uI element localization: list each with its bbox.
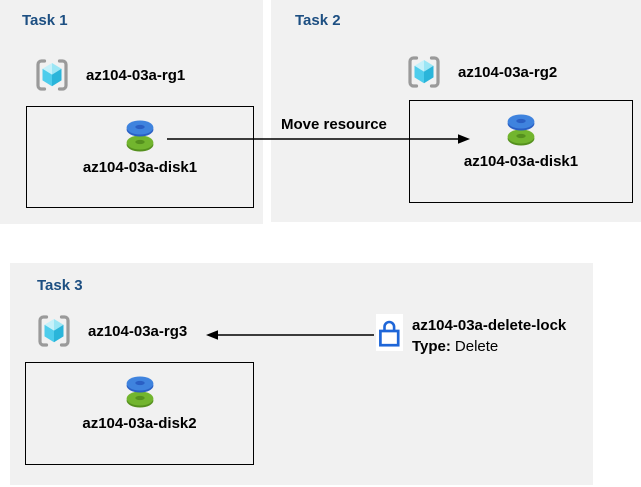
task2-resource-group-label: az104-03a-rg2 <box>458 63 558 81</box>
resource-group-icon <box>404 52 444 92</box>
resource-group-icon <box>32 55 72 95</box>
lock-type-label: Type: <box>412 338 451 355</box>
lock-name-label: az104-03a-delete-lock <box>412 317 567 334</box>
lock-type-line: Type:Delete <box>412 336 566 357</box>
task2-title: Task 2 <box>295 12 341 29</box>
resource-group-icon <box>34 311 74 351</box>
task2-panel: Task 2 az104-03a-rg2 az104-03a-disk1 <box>271 0 641 222</box>
disk-icon <box>122 374 158 408</box>
task1-disk-label: az104-03a-disk1 <box>82 159 198 176</box>
task1-resource-group-label: az104-03a-rg1 <box>86 66 186 84</box>
task2-resource-box: az104-03a-disk1 <box>409 100 633 203</box>
lock-text: az104-03a-delete-lock Type:Delete <box>412 315 566 357</box>
task3-resource-box: az104-03a-disk2 <box>25 362 254 465</box>
task2-disk-label: az104-03a-disk1 <box>463 153 579 170</box>
task1-resource-group: az104-03a-rg1 <box>32 55 185 95</box>
delete-lock-block: az104-03a-delete-lock Type:Delete <box>376 314 566 357</box>
task1-panel: Task 1 az104-03a-rg1 az104-03a-disk1 <box>0 0 263 224</box>
task1-resource-box: az104-03a-disk1 <box>26 106 254 208</box>
task3-resource-group-label: az104-03a-rg3 <box>88 322 188 340</box>
task3-resource-group: az104-03a-rg3 <box>34 311 187 351</box>
disk-icon <box>503 112 539 146</box>
disk-icon <box>122 118 158 152</box>
move-resource-label: Move resource <box>281 116 387 133</box>
lock-icon <box>376 314 403 351</box>
lock-type-value: Delete <box>454 338 499 355</box>
task1-title: Task 1 <box>22 12 68 29</box>
task3-disk-label: az104-03a-disk2 <box>82 415 197 432</box>
task3-panel: Task 3 az104-03a-rg3 az104-03a-disk2 <box>10 263 593 485</box>
task2-resource-group: az104-03a-rg2 <box>404 52 557 92</box>
task3-title: Task 3 <box>37 277 83 294</box>
